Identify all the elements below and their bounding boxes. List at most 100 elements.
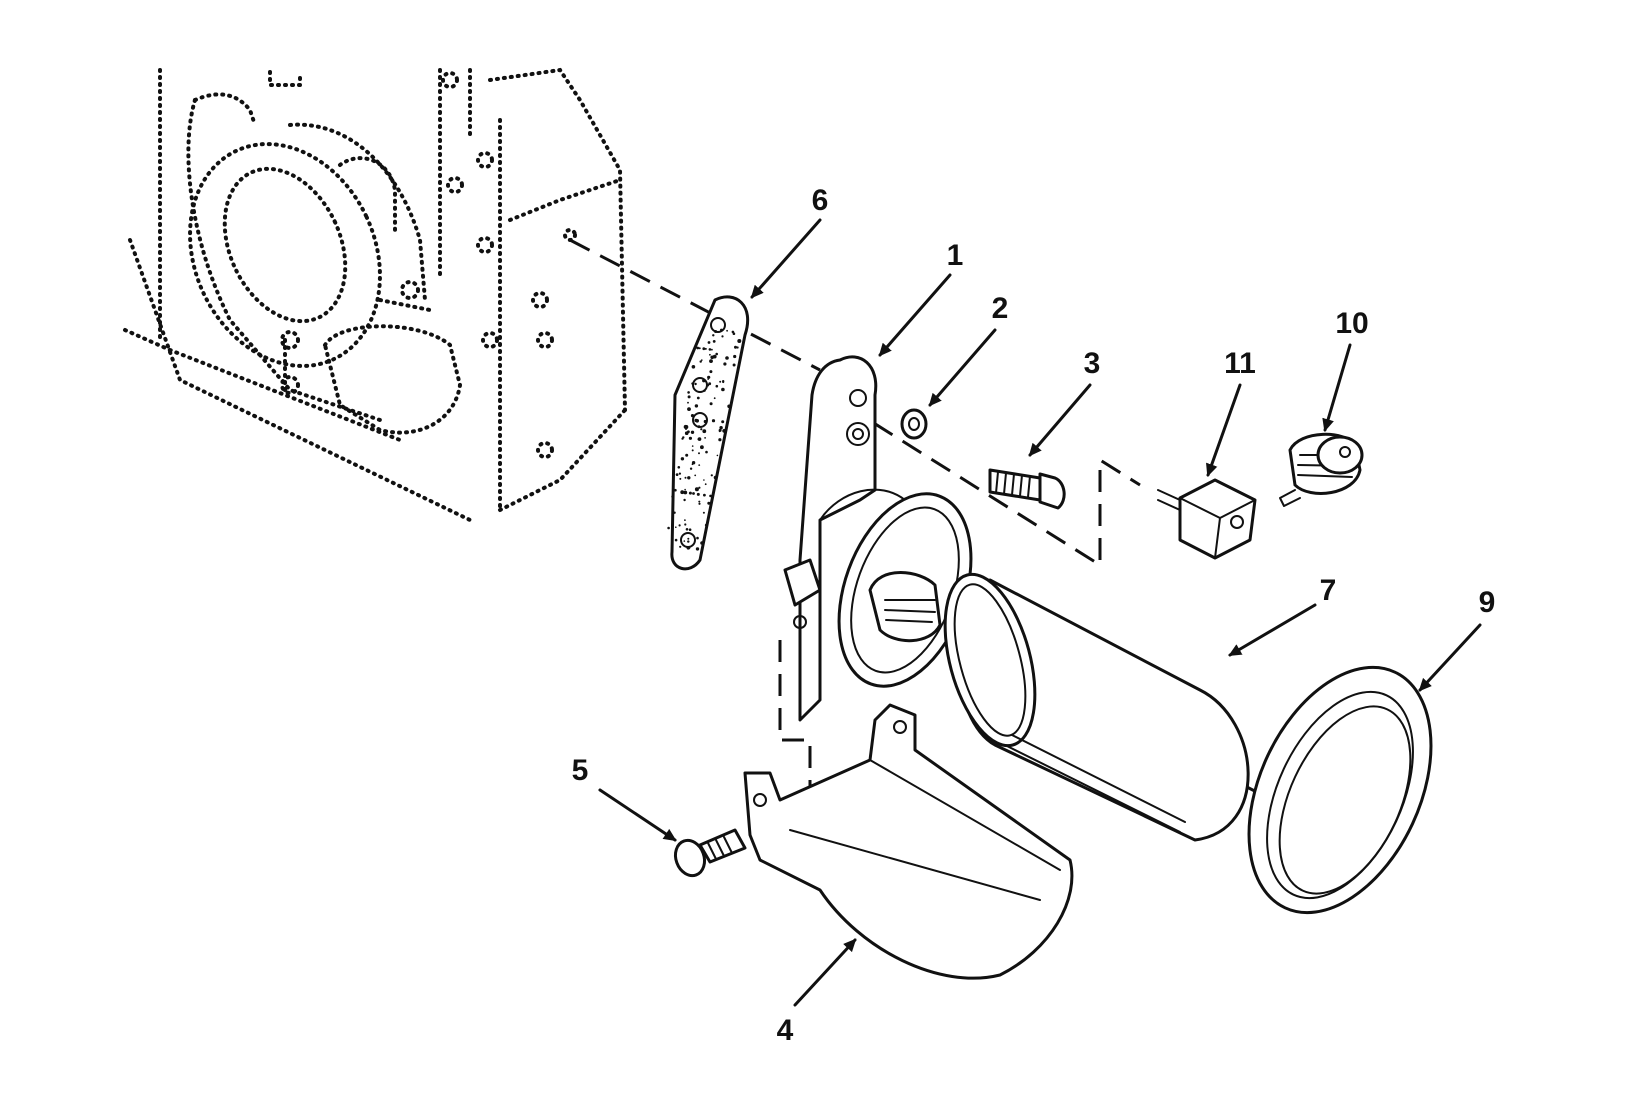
washer (900, 408, 928, 440)
gasket-speckle (684, 519, 686, 521)
gasket-speckle (698, 486, 701, 489)
gasket-speckle (685, 528, 689, 531)
gasket-speckle (697, 425, 701, 429)
gasket-speckle (696, 536, 699, 540)
gasket-speckle (719, 426, 723, 430)
gasket-speckle (715, 384, 719, 388)
gasket-speckle (709, 359, 713, 363)
gasket-speckle (685, 453, 689, 457)
gasket-speckle (723, 362, 727, 366)
gasket-speckle (687, 401, 689, 404)
gasket-speckle (715, 352, 718, 356)
gasket-speckle (687, 391, 690, 394)
arrow-1 (878, 273, 952, 357)
gasket-speckle (711, 348, 713, 351)
gasket-speckle (684, 476, 687, 479)
arrow-5 (598, 788, 677, 842)
gasket-speckle (721, 420, 725, 424)
arrow-11 (1206, 383, 1242, 477)
callout-6: 6 (812, 184, 829, 217)
arrow-9 (1418, 623, 1482, 692)
gasket-speckle (688, 436, 693, 440)
gasket-speckle (700, 445, 704, 450)
gasket-speckle (687, 395, 691, 399)
arrow-6 (750, 218, 822, 299)
gasket-speckle (704, 483, 707, 486)
gasket-speckle (679, 477, 682, 480)
cap-screw (988, 468, 1066, 510)
gasket-speckle (689, 467, 693, 470)
gasket-speckle (722, 380, 725, 383)
gasket-speckle (737, 339, 742, 343)
alignment-line-clamp (778, 640, 812, 790)
gasket-speckle (667, 526, 670, 530)
gasket-speckle (698, 500, 701, 503)
arrow-4 (793, 938, 857, 1007)
gasket-speckle (709, 494, 712, 498)
gasket-speckle (691, 449, 694, 452)
gasket-speckle (721, 387, 725, 392)
gasket-speckle (673, 511, 676, 514)
gasket-speckle (719, 380, 722, 383)
gasket-speckle (725, 356, 729, 360)
gasket-speckle (687, 540, 690, 543)
gasket-speckle (695, 419, 699, 423)
arrow-10 (1322, 343, 1352, 432)
gasket-speckle (701, 359, 703, 361)
gasket-speckle (708, 348, 712, 351)
gasket-speckle (707, 341, 711, 344)
engine-block-phantom (123, 67, 627, 522)
gasket-speckle (680, 457, 685, 461)
gasket-speckle (690, 430, 695, 434)
gasket-speckle (700, 428, 703, 431)
callout-9: 9 (1479, 586, 1496, 619)
gasket-speckle (694, 382, 697, 386)
gasket-speckle (694, 487, 699, 492)
gasket-speckle (700, 541, 704, 545)
gasket-speckle (721, 335, 724, 338)
gasket-speckle (736, 346, 739, 349)
gasket-speckle (684, 523, 687, 526)
callout-10: 10 (1335, 307, 1368, 340)
gasket-speckle (691, 365, 696, 369)
gasket-speckle (705, 450, 708, 454)
gasket-speckle (726, 329, 728, 332)
gasket-speckle (698, 464, 701, 466)
gasket-speckle (713, 397, 716, 400)
fitting-nut (1279, 432, 1364, 507)
gasket-speckle (716, 454, 719, 457)
gasket-speckle (677, 466, 681, 469)
gasket-speckle (671, 495, 674, 498)
gasket-speckle (698, 452, 700, 455)
gasket-speckle (691, 382, 694, 385)
gasket-speckle (707, 501, 711, 505)
gasket-speckle (704, 347, 707, 350)
gasket-speckle (734, 345, 737, 349)
gasket-speckle (703, 479, 705, 481)
gasket-speckle (683, 424, 688, 429)
gasket-speckle (698, 502, 701, 505)
filter-mounting-bracket (783, 355, 973, 722)
alignment-line-bracket (569, 238, 821, 372)
sealing-ring (1247, 665, 1433, 915)
gasket-speckle (699, 360, 702, 363)
gasket-speckle (718, 430, 721, 433)
gasket-speckle (712, 340, 716, 343)
gasket-speckle (691, 463, 694, 466)
gasket-speckle (702, 511, 705, 514)
gasket-speckle (688, 528, 692, 531)
callout-labels: 6 1 2 3 11 10 7 9 5 4 (572, 184, 1496, 1047)
filter-element (943, 572, 1250, 842)
callout-4: 4 (777, 1014, 794, 1047)
gasket-speckle (710, 355, 714, 360)
gasket-speckle (694, 404, 699, 408)
gasket-plate (667, 295, 750, 571)
callout-3: 3 (1084, 347, 1101, 380)
gasket-speckle (692, 492, 695, 495)
gasket-speckle (688, 491, 692, 495)
gasket-speckle (732, 363, 736, 367)
gasket-speckle (695, 547, 700, 551)
gasket-speckle (683, 498, 686, 502)
